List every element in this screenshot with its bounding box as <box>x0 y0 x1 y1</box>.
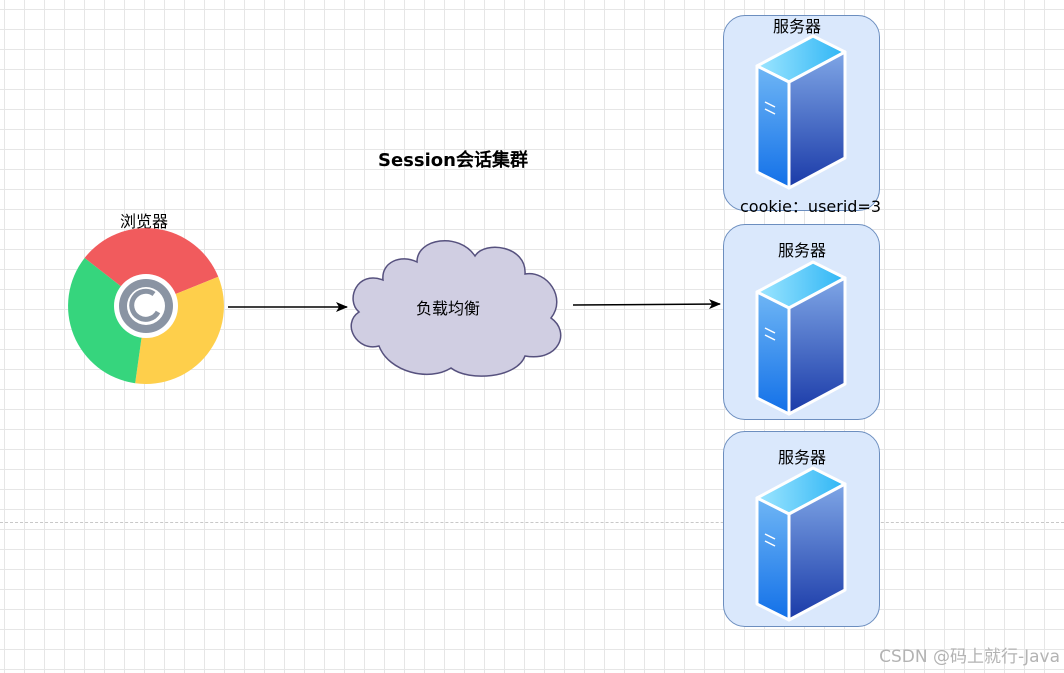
server-icon <box>755 466 847 622</box>
load-balancer-cloud <box>350 240 562 377</box>
diagram-title: Session会话集群 <box>378 150 528 171</box>
server-2-label: 服务器 <box>778 241 827 260</box>
load-balancer-label: 负载均衡 <box>416 299 481 318</box>
browser-label: 浏览器 <box>120 212 169 231</box>
csdn-watermark: CSDN @码上就行-Java <box>879 647 1060 667</box>
server-icon <box>755 260 847 416</box>
chrome-icon[interactable] <box>68 228 224 384</box>
server-3-label: 服务器 <box>778 448 827 467</box>
server-icon <box>755 34 847 190</box>
server-1-label: 服务器 <box>773 17 822 36</box>
page-break-line <box>0 522 1064 523</box>
server-1-cookie-note: cookie：userid=3 <box>740 197 882 216</box>
